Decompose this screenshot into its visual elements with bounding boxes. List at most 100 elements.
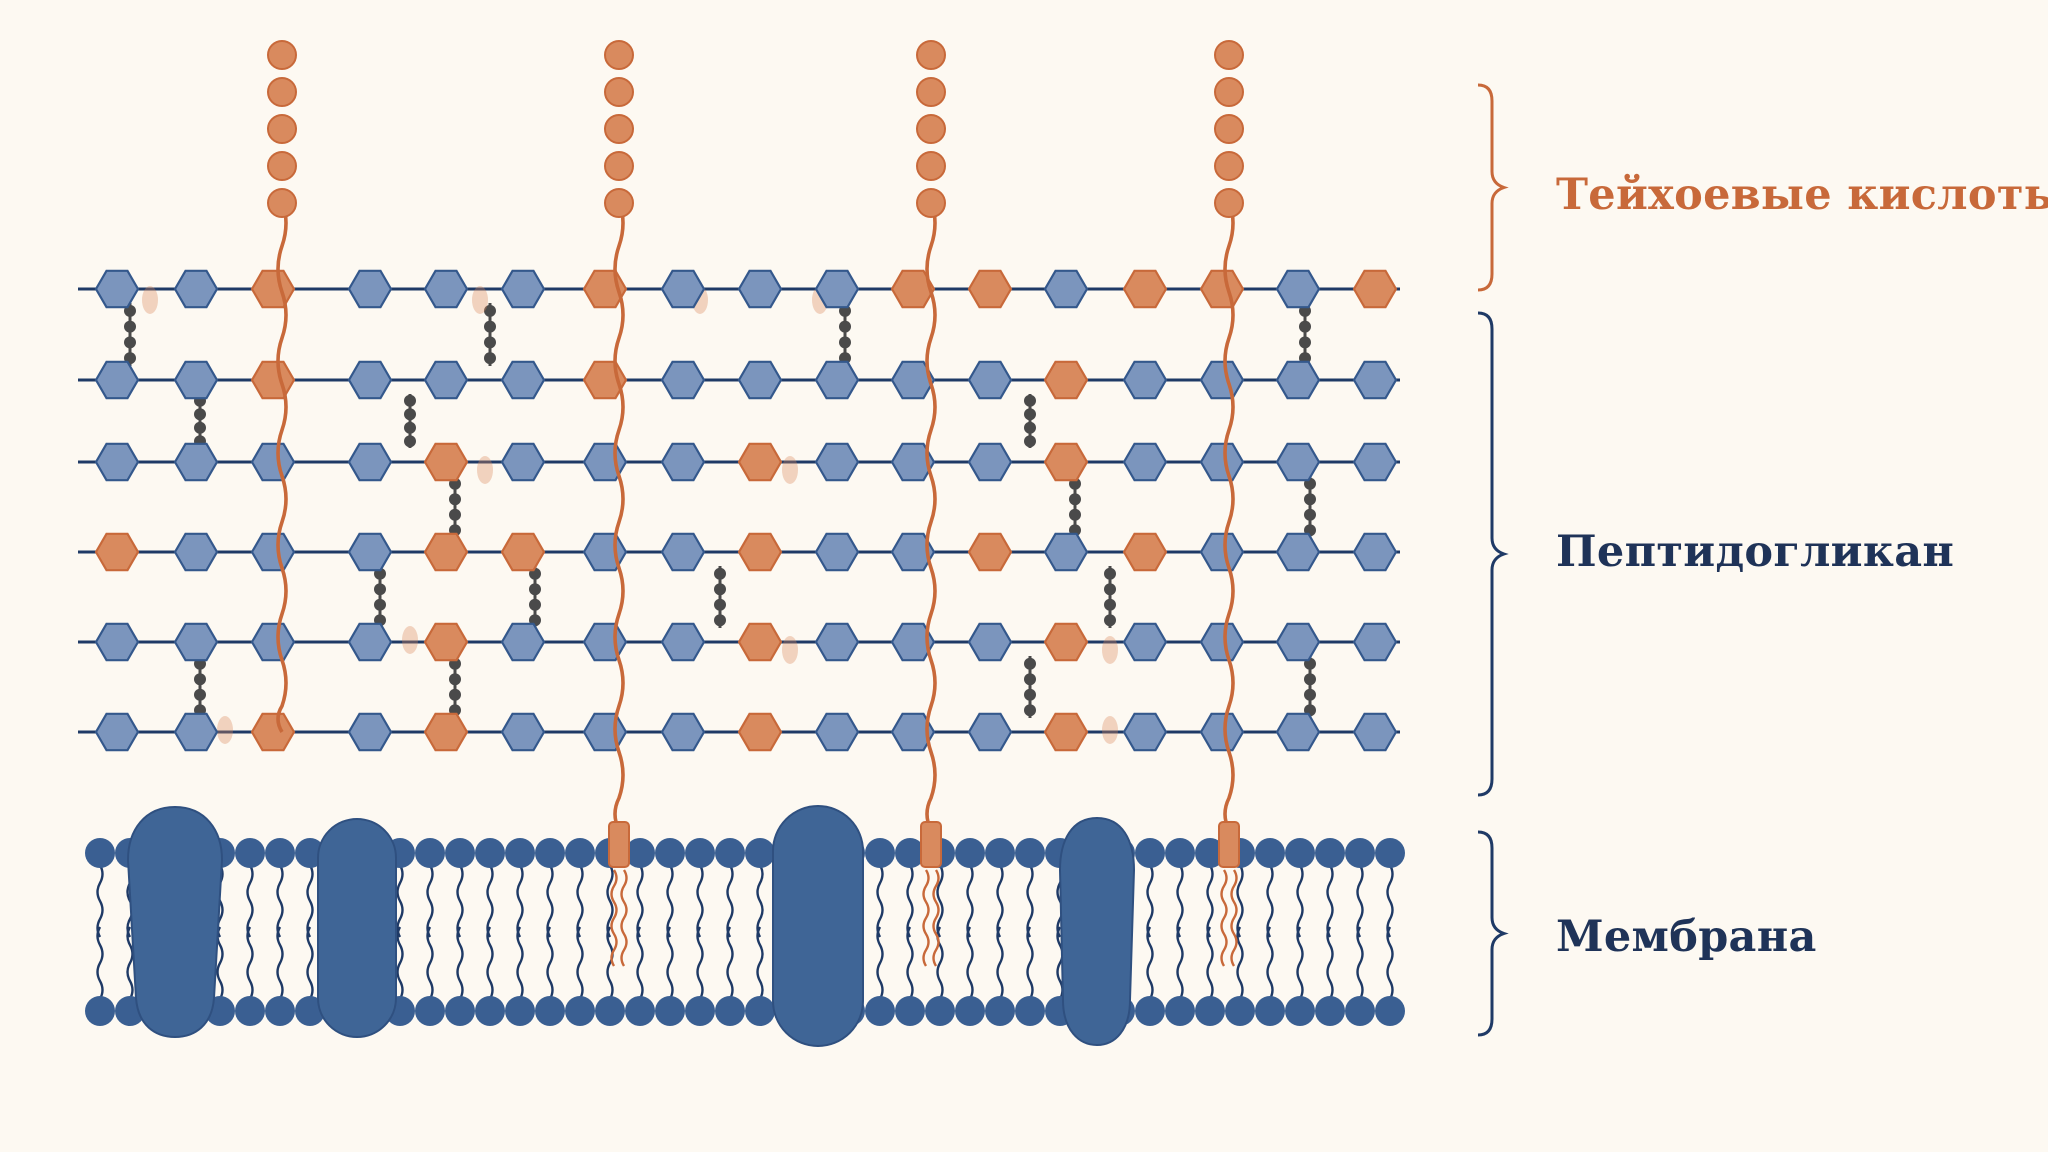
lipid-tail (456, 864, 464, 938)
hexagon-sugar-icon (1199, 269, 1245, 309)
peptide-bead-icon (1299, 336, 1311, 349)
hexagon-sugar-icon (1275, 532, 1321, 572)
teichoic-bead-icon (604, 40, 634, 70)
lipid-tail (246, 926, 254, 1000)
teichoic-bead-icon (267, 40, 297, 70)
hexagon-sugar-icon (814, 622, 860, 662)
hexagon-sugar-icon (737, 712, 783, 752)
hexagon-sugar-icon (660, 360, 706, 400)
teichoic-acid-chain (613, 199, 625, 831)
phospholipid-head-icon (985, 838, 1015, 868)
lipid-tail (546, 864, 554, 938)
lipid-tail (96, 864, 104, 938)
lipid-tail (1236, 864, 1244, 938)
hexagon-sugar-icon (967, 622, 1013, 662)
hexagon-sugar-icon (173, 442, 219, 482)
lipid-tail (1176, 926, 1184, 1000)
teichoic-bead-icon (604, 151, 634, 181)
lipid-tail (1176, 864, 1184, 938)
hexagon-sugar-icon (423, 532, 469, 572)
teichoic-acids-label: Тейхоевые кислоты (1556, 170, 2048, 220)
phospholipid-head-icon (535, 996, 565, 1026)
hexagon-sugar-icon (1275, 442, 1321, 482)
hexagon-sugar-icon (660, 622, 706, 662)
peptide-bead-icon (1304, 493, 1316, 506)
lipid-tail (696, 926, 704, 1000)
hexagon-sugar-icon (814, 360, 860, 400)
hexagon-sugar-icon (250, 360, 296, 400)
phospholipid-head-icon (625, 838, 655, 868)
peptide-bead-icon (1069, 493, 1081, 506)
phospholipid-head-icon (505, 996, 535, 1026)
lipid-tail (906, 926, 914, 1000)
lipid-tail (726, 864, 734, 938)
peptide-bead-icon (374, 598, 386, 611)
hexagon-sugar-icon (1275, 269, 1321, 309)
peptide-bead-icon (839, 320, 851, 333)
phospholipid-head-icon (1135, 838, 1165, 868)
peptide-bead-icon (484, 304, 496, 317)
hexagon-sugar-icon (173, 622, 219, 662)
hexagon-sugar-icon (1122, 532, 1168, 572)
phospholipid-head-icon (1375, 996, 1405, 1026)
lipid-tail (1206, 864, 1214, 938)
hexagon-sugar-icon (1352, 442, 1398, 482)
teichoic-bead-icon (1214, 151, 1244, 181)
phospholipid-head-icon (535, 838, 565, 868)
stem-peptide-trace (142, 286, 158, 314)
lipid-tail (1026, 926, 1034, 1000)
peptide-bead-icon (124, 336, 136, 349)
peptide-bead-icon (194, 408, 206, 421)
hexagon-sugar-icon (347, 442, 393, 482)
hexagon-sugar-icon (94, 360, 140, 400)
lipid-tail (486, 926, 494, 1000)
lipid-tail (1146, 864, 1154, 938)
teichoic-bead-icon (267, 77, 297, 107)
hexagon-sugar-icon (890, 532, 936, 572)
hexagon-sugar-icon (1043, 532, 1089, 572)
lipid-tail (516, 926, 524, 1000)
lipid-tail (96, 926, 104, 1000)
phospholipid-head-icon (595, 996, 625, 1026)
peptide-bead-icon (1024, 394, 1036, 407)
hexagon-sugar-icon (94, 532, 140, 572)
hexagon-sugar-icon (890, 360, 936, 400)
teichoic-acid-chain (925, 199, 937, 831)
peptide-bead-icon (194, 688, 206, 701)
lipid-tail (246, 864, 254, 938)
phospholipid-head-icon (895, 996, 925, 1026)
hexagon-sugar-icon (890, 269, 936, 309)
phospholipid-head-icon (625, 996, 655, 1026)
peptide-bead-icon (529, 583, 541, 596)
lipid-tail (306, 864, 314, 938)
hexagon-sugar-icon (347, 622, 393, 662)
lipid-tail (666, 926, 674, 1000)
peptide-bead-icon (1104, 567, 1116, 580)
bracket-icon (1477, 83, 1509, 292)
phospholipid-head-icon (1165, 838, 1195, 868)
teichoic-bead-icon (604, 77, 634, 107)
phospholipid-head-icon (1345, 838, 1375, 868)
hexagon-sugar-icon (173, 269, 219, 309)
hexagon-sugar-icon (94, 442, 140, 482)
hexagon-sugar-icon (582, 712, 628, 752)
lipid-tail (1326, 864, 1334, 938)
phospholipid-head-icon (565, 838, 595, 868)
hexagon-sugar-icon (250, 269, 296, 309)
phospholipid-head-icon (955, 996, 985, 1026)
lipid-tail (996, 864, 1004, 938)
hexagon-sugar-icon (94, 622, 140, 662)
teichoic-acid-chain (276, 199, 288, 733)
hexagon-sugar-icon (967, 360, 1013, 400)
brackets (1477, 83, 1509, 1037)
phospholipid-head-icon (865, 838, 895, 868)
peptide-bead-icon (1304, 688, 1316, 701)
phospholipid-head-icon (1255, 996, 1285, 1026)
teichoic-acid-chain (1223, 199, 1235, 831)
phospholipid-head-icon (685, 838, 715, 868)
lipid-tail (486, 864, 494, 938)
membrane-protein-icon (772, 805, 864, 1047)
lipid-tail (1326, 926, 1334, 1000)
hexagon-sugar-icon (423, 442, 469, 482)
hexagon-sugar-icon (347, 712, 393, 752)
